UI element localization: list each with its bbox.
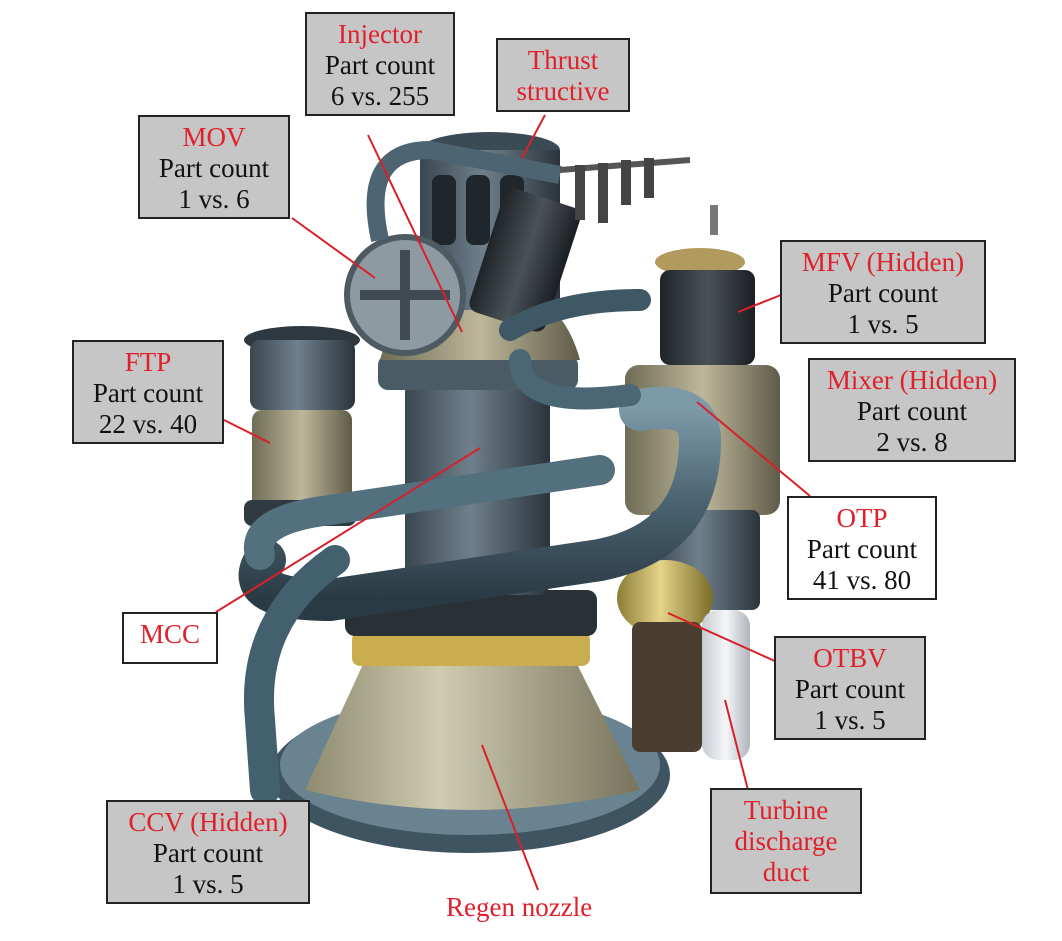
ftp-label: FTP bbox=[124, 347, 172, 377]
leader-regen bbox=[481, 744, 539, 891]
leader-otp bbox=[696, 401, 811, 497]
left-pipe bbox=[244, 545, 350, 805]
regen-nozzle-label: Regen nozzle bbox=[446, 892, 593, 922]
otbv-part-count: Part count bbox=[794, 674, 906, 704]
injector-part-count: Part count bbox=[324, 50, 436, 80]
right-pipe bbox=[509, 349, 641, 410]
turbine-duct bbox=[702, 610, 750, 760]
mov-cross bbox=[360, 250, 450, 340]
thrust-label-2: structive bbox=[516, 76, 610, 106]
injector-callout: Injector Part count 6 vs. 255 bbox=[305, 12, 455, 116]
ftp-callout: FTP Part count 22 vs. 40 bbox=[72, 340, 224, 444]
turbine-label-3: duct bbox=[762, 857, 810, 887]
mov-part-values: 1 vs. 6 bbox=[178, 184, 250, 214]
actuator bbox=[469, 188, 581, 332]
mixer-label: Mixer (Hidden) bbox=[826, 365, 998, 395]
leader-mov bbox=[291, 217, 376, 279]
thrust-window-2 bbox=[466, 175, 490, 245]
ccv-label: CCV (Hidden) bbox=[128, 807, 288, 837]
mid-pipe bbox=[499, 289, 651, 341]
sensor-2 bbox=[598, 163, 608, 223]
leader-otbv bbox=[667, 612, 778, 663]
mov-callout: MOV Part count 1 vs. 6 bbox=[138, 115, 290, 219]
injector-part-values: 6 vs. 255 bbox=[330, 81, 430, 111]
leader-injector bbox=[367, 134, 463, 333]
sensor-5 bbox=[710, 205, 718, 235]
thrust-window-1 bbox=[432, 175, 456, 245]
otbv-callout: OTBV Part count 1 vs. 5 bbox=[774, 636, 926, 740]
sensor-3 bbox=[621, 160, 631, 205]
otp-part-values: 41 vs. 80 bbox=[812, 565, 912, 595]
thrust-structure-callout: Thrust structive bbox=[496, 38, 630, 112]
turbine-label-1: Turbine bbox=[743, 795, 829, 825]
thrust-label-1: Thrust bbox=[527, 45, 599, 75]
wrap-duct bbox=[238, 387, 722, 622]
ccv-part-count: Part count bbox=[152, 838, 264, 868]
turbine-duct-callout: Turbine discharge duct bbox=[710, 788, 862, 894]
leader-mcc bbox=[215, 447, 481, 613]
mfv-part-values: 1 vs. 5 bbox=[847, 309, 919, 339]
leader-turbine bbox=[724, 699, 749, 791]
otbv-bulb bbox=[617, 560, 713, 636]
mixer-part-count: Part count bbox=[856, 396, 968, 426]
otbv-part-values: 1 vs. 5 bbox=[814, 705, 886, 735]
mfv-part-count: Part count bbox=[827, 278, 939, 308]
mfv-top bbox=[655, 248, 745, 276]
regen-nozzle-shape bbox=[305, 660, 640, 810]
otp-part-count: Part count bbox=[806, 534, 918, 564]
otp-callout: OTP Part count 41 vs. 80 bbox=[787, 496, 937, 600]
ftp-part-count: Part count bbox=[92, 378, 204, 408]
otbv-bellows bbox=[632, 622, 702, 752]
otp-label: OTP bbox=[836, 503, 888, 533]
leader-thrust bbox=[521, 114, 546, 159]
ftp-body-lower bbox=[252, 410, 352, 510]
otbv-label: OTBV bbox=[813, 643, 887, 673]
mfv-callout: MFV (Hidden) Part count 1 vs. 5 bbox=[780, 240, 986, 344]
leader-lines bbox=[215, 114, 811, 891]
leader-mfv bbox=[737, 294, 782, 313]
ftp-part-values: 22 vs. 40 bbox=[98, 409, 198, 439]
ccv-part-values: 1 vs. 5 bbox=[172, 869, 244, 899]
mcc-callout: MCC bbox=[122, 612, 218, 664]
turbine-label-2: discharge bbox=[734, 826, 838, 856]
mov-label: MOV bbox=[182, 122, 246, 152]
mixer-part-values: 2 vs. 8 bbox=[876, 427, 948, 457]
mixer-callout: Mixer (Hidden) Part count 2 vs. 8 bbox=[808, 358, 1016, 462]
sensor-1 bbox=[575, 165, 585, 220]
wrap-duct-2 bbox=[243, 455, 615, 570]
ccv-callout: CCV (Hidden) Part count 1 vs. 5 bbox=[106, 800, 310, 904]
leader-ftp bbox=[223, 419, 271, 444]
mcc-label: MCC bbox=[139, 619, 201, 649]
mfv-label: MFV (Hidden) bbox=[801, 247, 965, 277]
sensor-4 bbox=[644, 158, 654, 198]
mov-part-count: Part count bbox=[158, 153, 270, 183]
nozzle-ring bbox=[352, 632, 590, 666]
injector-label: Injector bbox=[338, 19, 422, 49]
ftp-body-upper bbox=[250, 340, 355, 410]
otp-upper bbox=[660, 270, 755, 365]
